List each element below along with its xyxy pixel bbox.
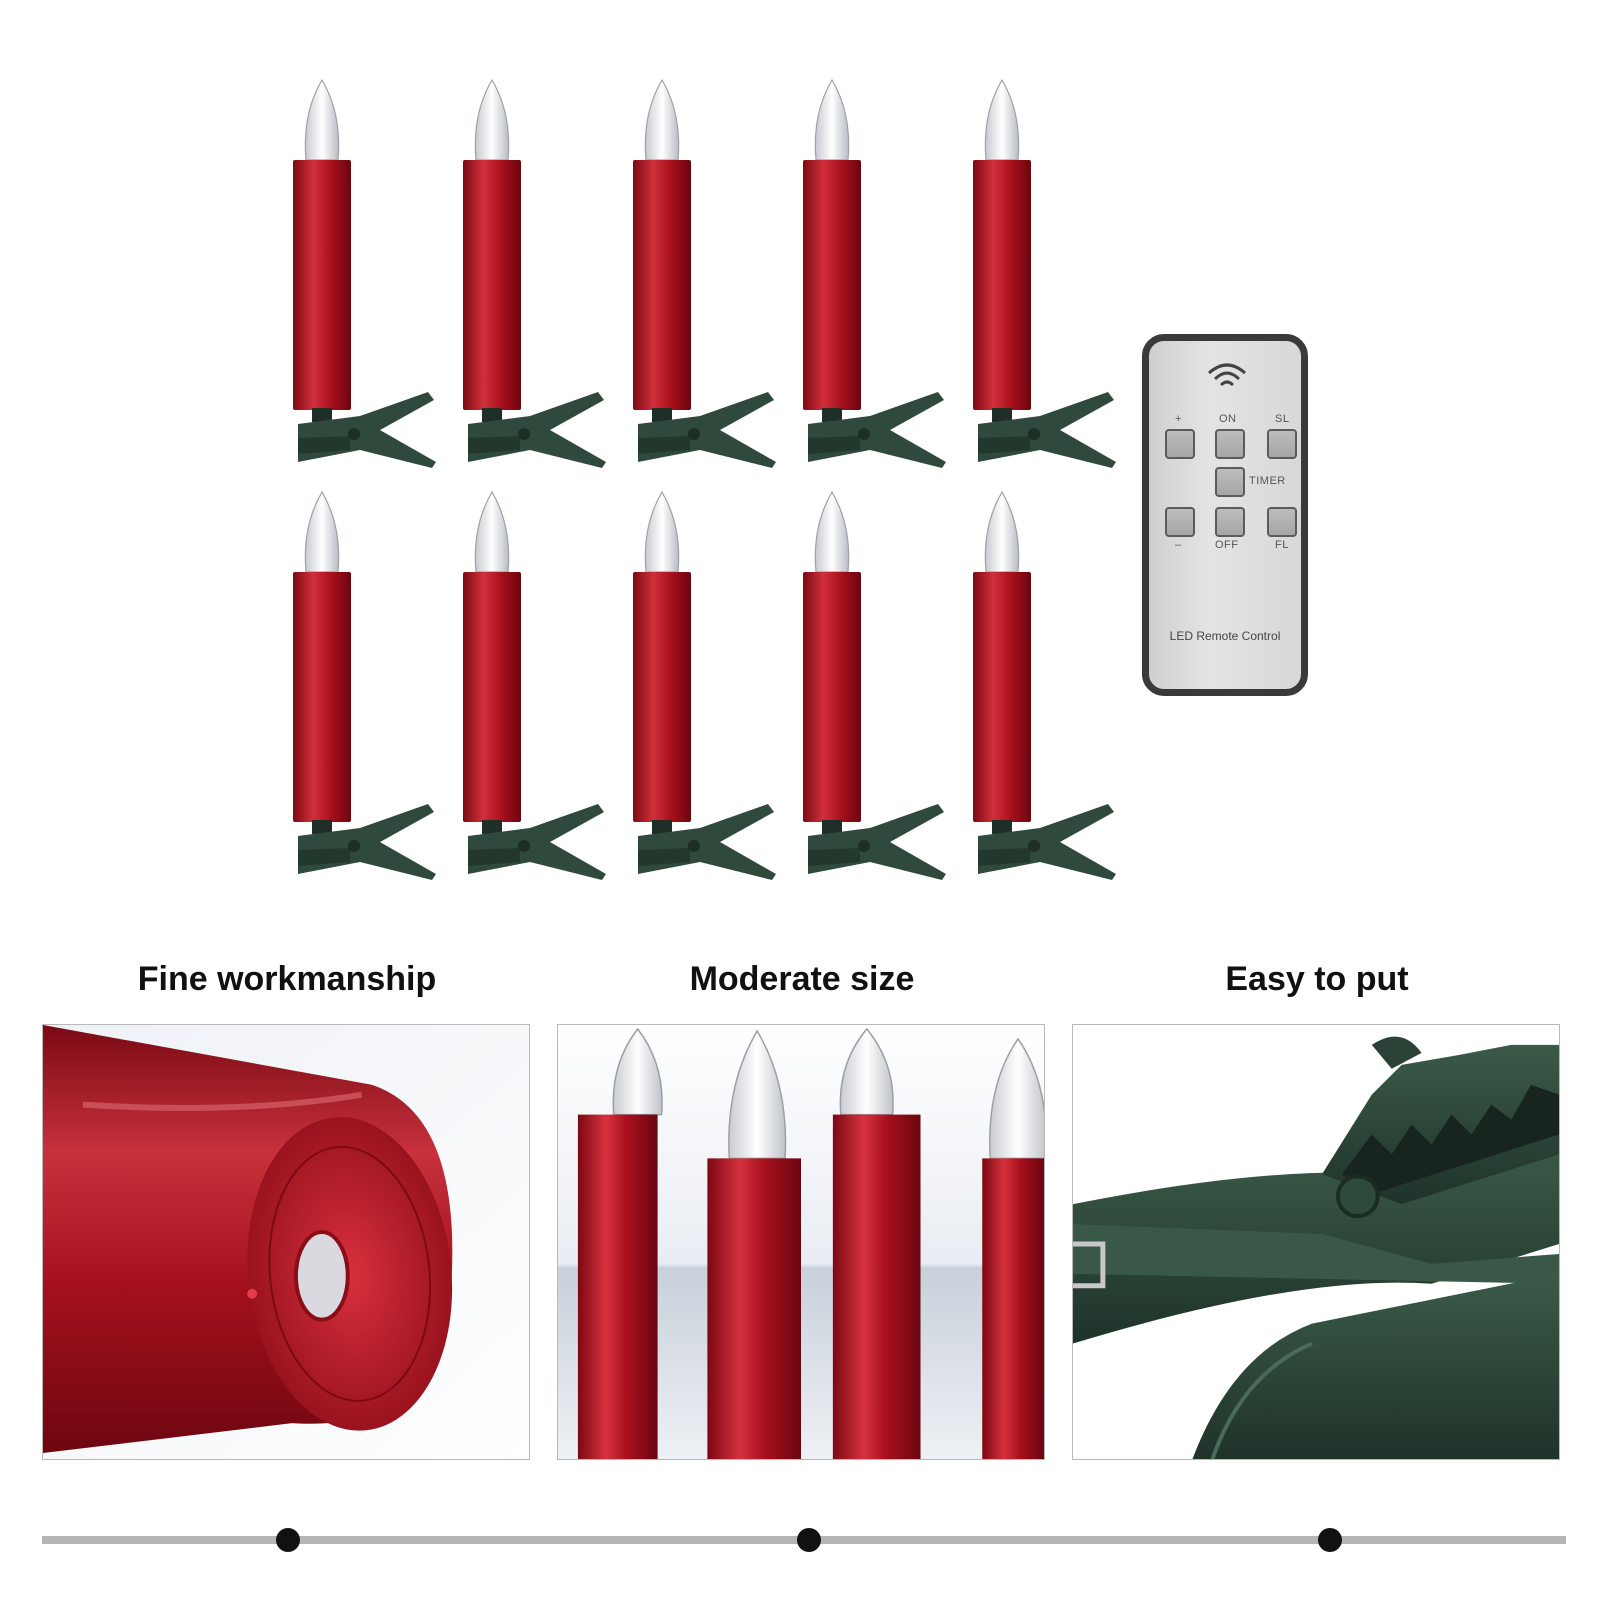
feature-title-size: Moderate size	[689, 960, 915, 998]
timeline-dot-1	[276, 1528, 300, 1552]
remote-minus-button[interactable]	[1165, 507, 1195, 537]
timeline-dot-2	[797, 1528, 821, 1552]
clip-candle-2	[463, 78, 606, 468]
remote-label-fl: FL	[1275, 539, 1289, 551]
remote-label-off: OFF	[1215, 539, 1239, 551]
remote-label-on: ON	[1219, 413, 1237, 425]
clip-candle-6	[293, 490, 436, 880]
timeline-dot-3	[1318, 1528, 1342, 1552]
remote-sl-button[interactable]	[1267, 429, 1297, 459]
remote-label-sl: SL	[1275, 413, 1290, 425]
clip-candle-10	[973, 490, 1116, 880]
remote-timer-button[interactable]	[1215, 467, 1245, 497]
feature-title-easy: Easy to put	[1225, 960, 1409, 998]
clip-candle-9	[803, 490, 946, 880]
remote-label-plus: +	[1175, 413, 1182, 425]
clip-candle-8	[633, 490, 776, 880]
remote-on-button[interactable]	[1215, 429, 1245, 459]
remote-fl-button[interactable]	[1267, 507, 1297, 537]
workmanship-photo	[42, 1024, 530, 1460]
clip-candle-5	[973, 78, 1116, 468]
remote-plus-button[interactable]	[1165, 429, 1195, 459]
remote-label-timer: TIMER	[1249, 475, 1286, 487]
clip-candle-1	[293, 78, 436, 468]
feature-title-workmanship: Fine workmanship	[137, 960, 437, 998]
clip-candle-3	[633, 78, 776, 468]
product-hero: + ON SL TIMER – OFF FL LED Remote Contro…	[293, 78, 1308, 880]
remote-title: LED Remote Control	[1169, 629, 1281, 643]
clip-candle-4	[803, 78, 946, 468]
clip-candle-7	[463, 490, 606, 880]
moderate-size-photo	[557, 1024, 1045, 1460]
remote-label-minus: –	[1175, 539, 1182, 551]
remote-off-button[interactable]	[1215, 507, 1245, 537]
easy-to-put-photo	[1072, 1024, 1560, 1460]
wireless-signal-icon	[1208, 363, 1246, 387]
led-remote-control: + ON SL TIMER – OFF FL LED Remote Contro…	[1142, 334, 1308, 696]
